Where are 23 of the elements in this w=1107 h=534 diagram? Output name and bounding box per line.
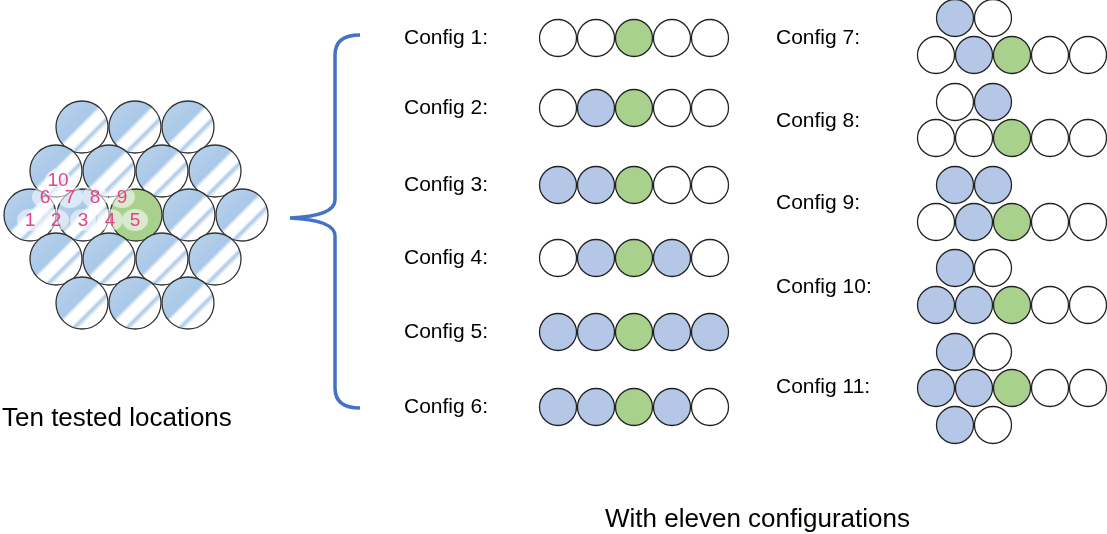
location-number: 3 xyxy=(77,210,89,229)
location-number: 4 xyxy=(104,210,116,229)
config-label: Config 11: xyxy=(776,375,871,396)
config-label: Config 1: xyxy=(404,26,489,47)
location-number: 5 xyxy=(129,210,141,229)
location-number: 1 xyxy=(24,210,36,229)
location-number: 2 xyxy=(50,210,62,229)
location-number: 7 xyxy=(64,187,76,206)
config-label: Config 6: xyxy=(404,395,489,416)
location-number: 9 xyxy=(116,187,128,206)
config-label: Config 8: xyxy=(776,109,861,130)
location-number: 8 xyxy=(89,187,101,206)
config-label: Config 5: xyxy=(404,320,489,341)
config-label: Config 9: xyxy=(776,191,861,212)
config-label: Config 3: xyxy=(404,173,489,194)
config-label: Config 2: xyxy=(404,96,489,117)
location-number: 6 xyxy=(39,187,51,206)
location-number: 10 xyxy=(47,170,69,189)
config-label: Config 7: xyxy=(776,26,861,47)
config-label: Config 10: xyxy=(776,275,872,296)
caption-text: With eleven configurations xyxy=(605,505,910,531)
caption-text: Ten tested locations xyxy=(2,404,232,430)
config-label: Config 4: xyxy=(404,246,489,267)
